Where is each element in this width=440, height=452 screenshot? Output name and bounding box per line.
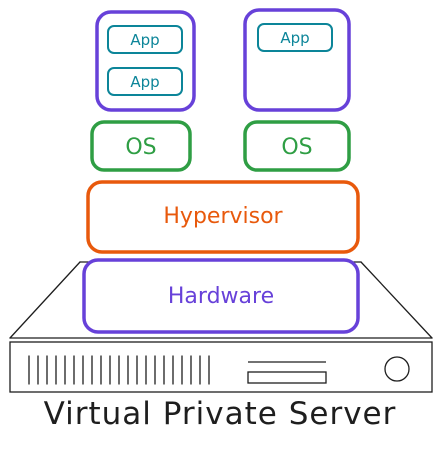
app-label-2: App — [130, 73, 159, 91]
os-box-right — [243, 120, 351, 172]
server-drive-slot — [247, 371, 327, 384]
server-power-button — [384, 356, 410, 382]
app-box-1 — [107, 25, 183, 54]
hardware-box — [82, 258, 360, 334]
app-box-2 — [107, 67, 183, 96]
app-box-3 — [257, 23, 333, 52]
os-label-left: OS — [125, 135, 156, 160]
diagram-caption: Virtual Private Server — [43, 396, 397, 432]
app-label-3: App — [280, 29, 309, 47]
hypervisor-box — [86, 180, 360, 254]
os-label-right: OS — [281, 135, 312, 160]
app-label-1: App — [130, 31, 159, 49]
os-box-left — [90, 120, 192, 172]
hardware-label: Hardware — [168, 284, 274, 309]
hypervisor-label: Hypervisor — [163, 204, 283, 229]
server-vents — [28, 355, 210, 385]
